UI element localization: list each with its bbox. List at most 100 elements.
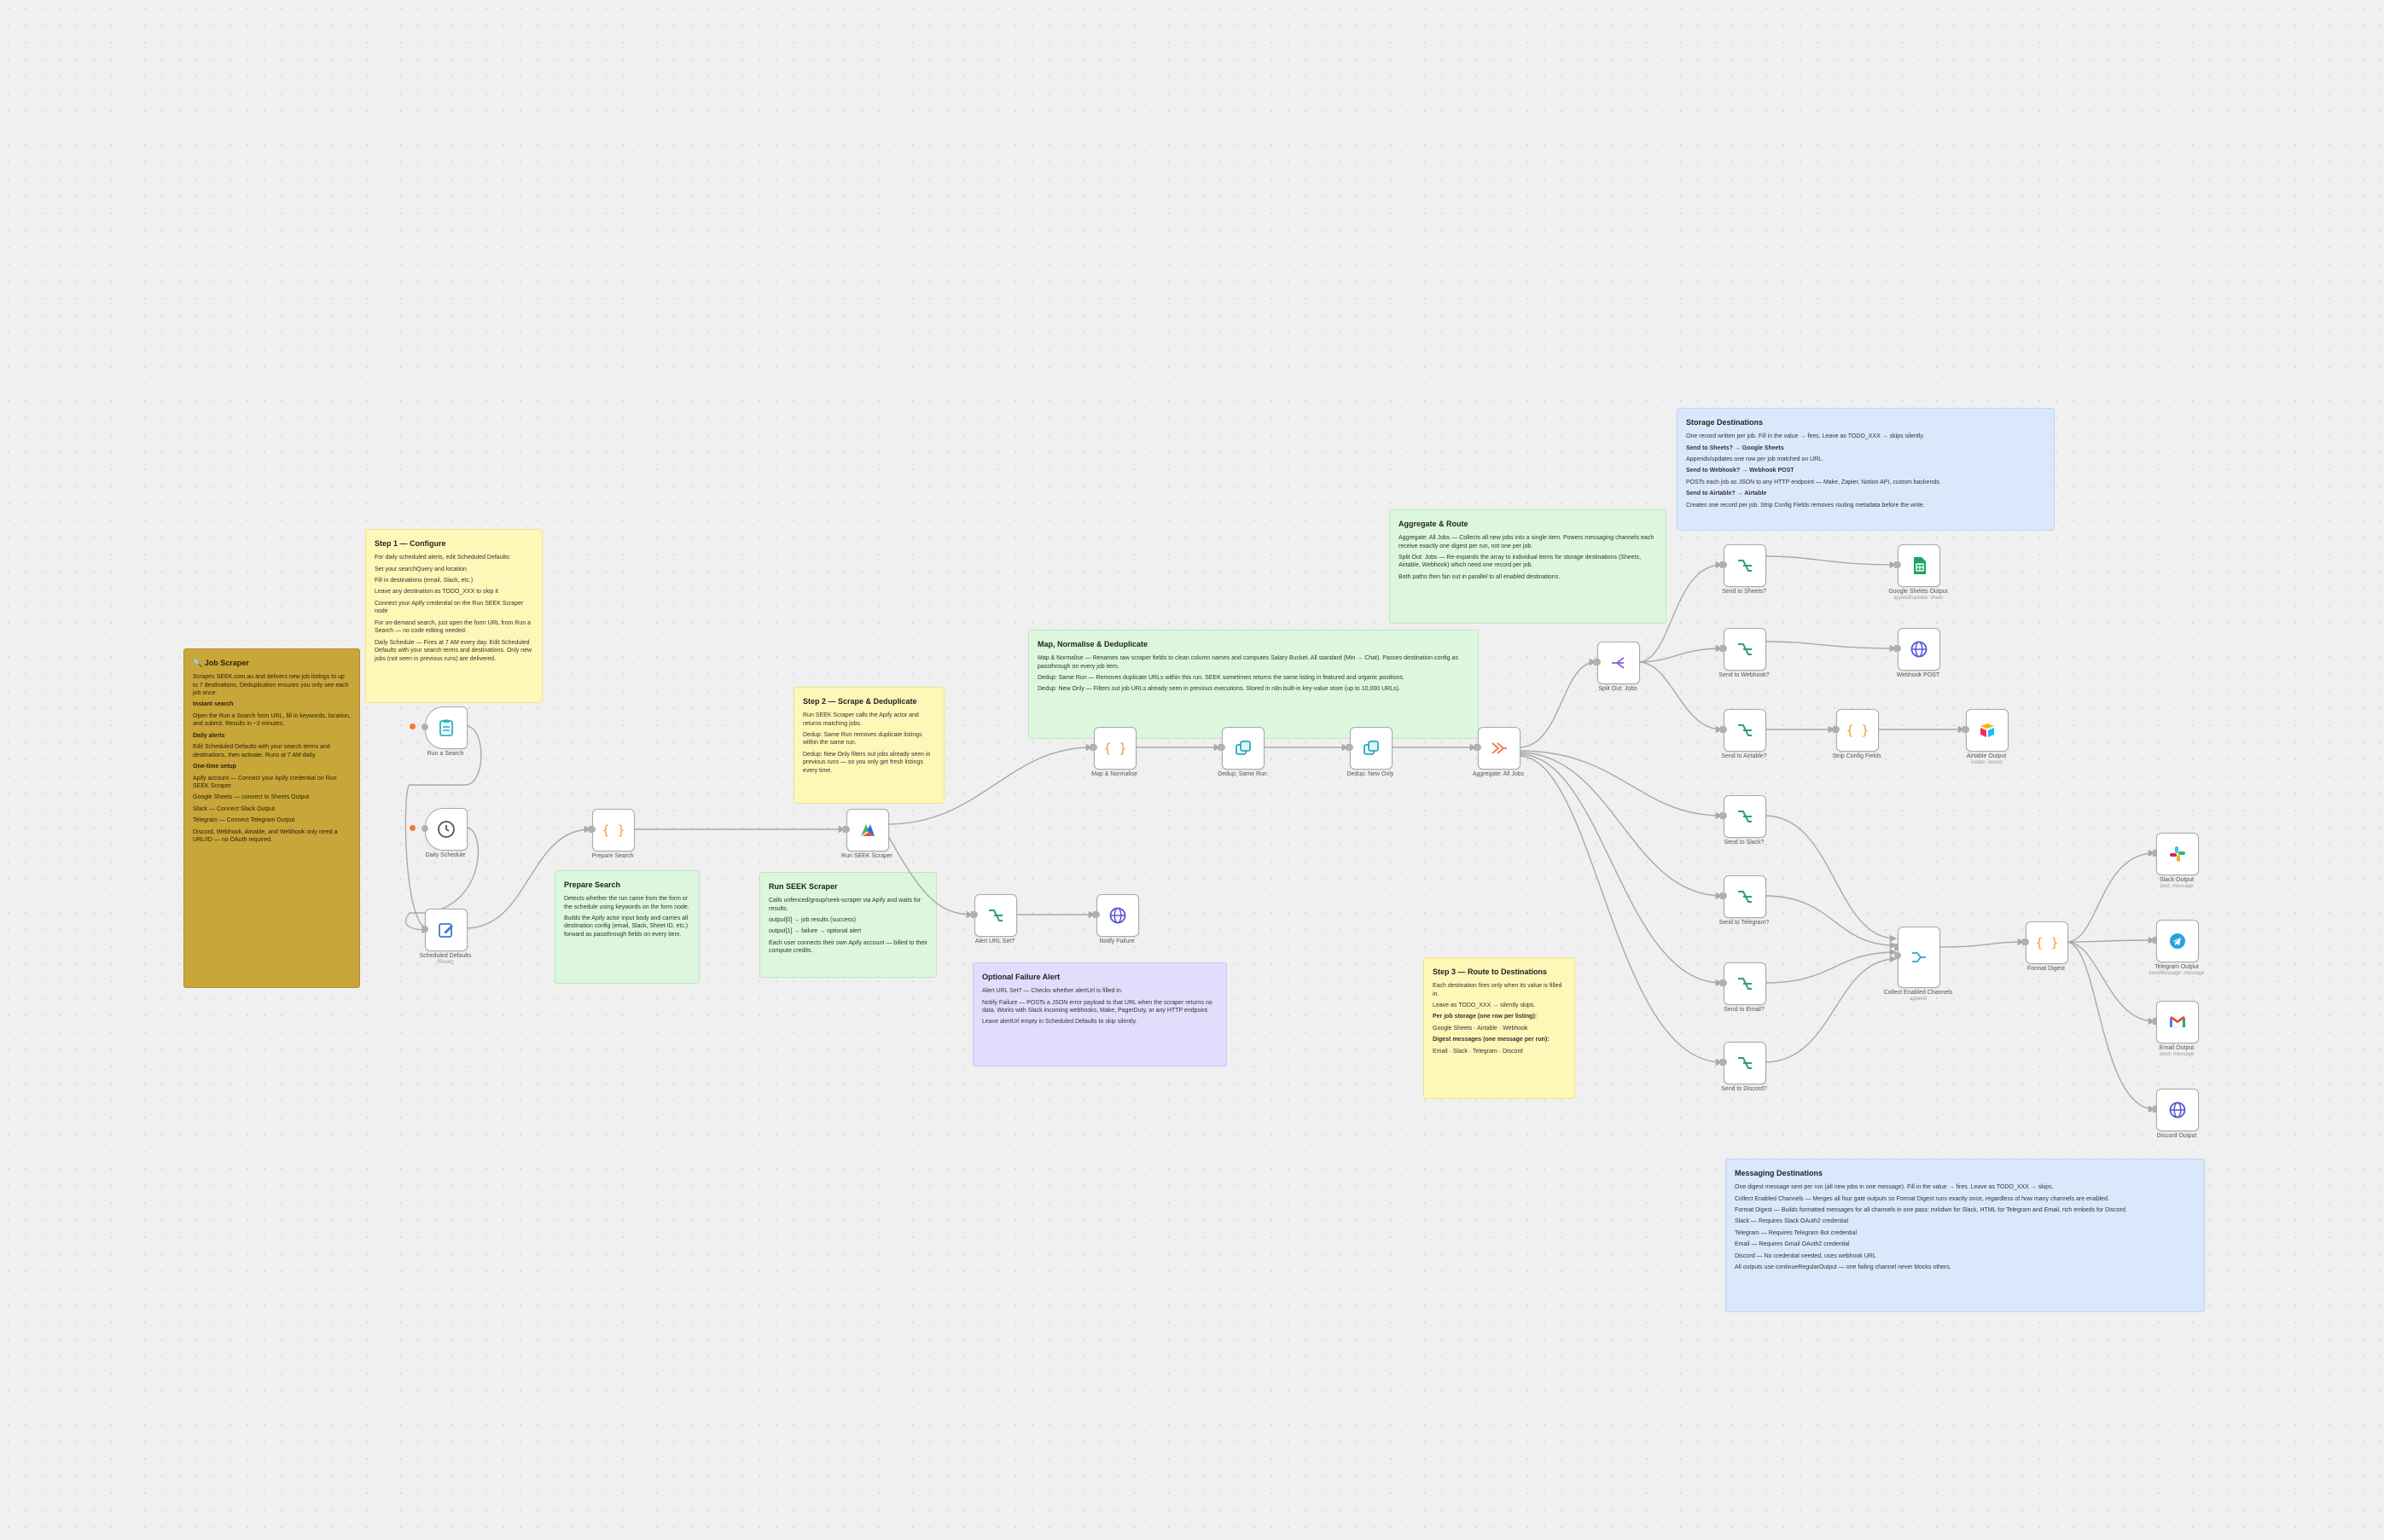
sticky-text: Google Sheets · Airtable · Webhook <box>1433 1025 1528 1032</box>
clock-icon <box>438 821 455 838</box>
sticky-text: Leave any destination as TODO_XXX to ski… <box>375 589 498 596</box>
sticky-text: Send to Airtable? → Airtable <box>1686 491 1767 497</box>
node-box[interactable]: { } <box>592 809 635 851</box>
node-box[interactable] <box>2156 833 2199 875</box>
node-box[interactable] <box>1724 1042 1766 1084</box>
sticky-text: Dedup: Same Run removes duplicate listin… <box>803 732 922 747</box>
node-box[interactable] <box>1724 544 1766 587</box>
sticky-text: Email · Slack · Telegram · Discord <box>1433 1048 1523 1055</box>
node-box[interactable] <box>1350 727 1393 770</box>
output-port[interactable] <box>1720 561 1727 568</box>
node-box[interactable] <box>425 909 468 951</box>
sticky-text: output[0] → job results (success) <box>769 917 856 924</box>
output-port[interactable] <box>1090 744 1097 751</box>
aggregate-route-sticky: Aggregate & Route Aggregate: All Jobs — … <box>1389 509 1666 624</box>
node-box[interactable] <box>1966 709 2009 752</box>
node-box[interactable] <box>1898 927 1940 988</box>
node-box[interactable] <box>846 809 889 851</box>
node-box[interactable] <box>1724 795 1766 838</box>
output-port[interactable] <box>422 926 428 933</box>
output-port[interactable] <box>1894 645 1901 652</box>
node-box[interactable] <box>425 706 468 749</box>
output-port[interactable] <box>971 911 978 918</box>
node-box[interactable]: { } <box>1094 727 1137 770</box>
sticky-text: Apify account — Connect your Apify crede… <box>193 775 337 789</box>
node-box[interactable] <box>1478 727 1521 770</box>
node-box[interactable] <box>1597 642 1640 684</box>
node-label: Aggregate: All Jobs <box>1472 771 1525 777</box>
node-box[interactable] <box>1724 628 1766 671</box>
node-box[interactable]: { } <box>1836 709 1879 752</box>
sticky-text: Appends/updates one row per job matched … <box>1686 456 1824 463</box>
map-normalise-sticky: Map, Normalise & Deduplicate Map & Norma… <box>1028 630 1479 739</box>
sticky-text: Detects whether the run came from the fo… <box>564 896 689 910</box>
sticky-title: 🔍 Job Scraper <box>193 659 249 667</box>
node-box[interactable] <box>1898 544 1940 587</box>
sticky-text: Each user connects their own Apify accou… <box>769 939 927 955</box>
sticky-text: Run SEEK Scraper calls the Apify actor a… <box>803 712 919 727</box>
node-box[interactable] <box>1096 894 1139 937</box>
output-port[interactable] <box>1218 744 1225 751</box>
node-box[interactable] <box>425 808 468 851</box>
output-port[interactable] <box>843 826 850 833</box>
edge-aggregate-to-email <box>1518 753 1724 987</box>
output-port[interactable] <box>1720 726 1727 733</box>
edge-collect-to-format <box>1938 938 2026 948</box>
sticky-text: Daily alerts <box>193 732 225 739</box>
edge-webhook-to-post <box>1764 641 1898 653</box>
output-port[interactable] <box>422 825 428 832</box>
node-box[interactable] <box>1222 727 1265 770</box>
sticky-text: Split Out: Jobs — Re-expands the array t… <box>1398 555 1642 569</box>
edge-aggregate-to-split <box>1518 658 1597 748</box>
airtable-icon <box>1980 724 1994 737</box>
if-icon <box>989 909 1003 921</box>
edge-email-to-collect <box>1764 948 1898 984</box>
sticky-text: Scrapes SEEK.com.au and delivers new job… <box>193 674 349 697</box>
sticky-text: Fill in destinations (email, Slack, etc.… <box>375 578 474 584</box>
output-port[interactable] <box>1720 812 1727 819</box>
node-box[interactable] <box>1724 875 1766 918</box>
node-box[interactable] <box>2156 1089 2199 1131</box>
node-box[interactable] <box>1724 962 1766 1005</box>
output-port[interactable] <box>1346 744 1353 751</box>
node-box[interactable] <box>2156 920 2199 962</box>
storage-destinations-sticky: Storage Destinations One record written … <box>1677 408 2055 531</box>
sticky-text: Each destination fires only when its val… <box>1433 983 1562 997</box>
node-box[interactable] <box>2156 1001 2199 1043</box>
node-box[interactable]: { } <box>2026 921 2068 964</box>
sticky-text: Collect Enabled Channels — Merges all fo… <box>1735 1195 2109 1202</box>
node-box[interactable] <box>1898 628 1940 671</box>
sticky-title: Map, Normalise & Deduplicate <box>1038 640 1148 648</box>
output-port[interactable] <box>1093 911 1100 918</box>
output-port[interactable] <box>589 826 596 833</box>
sticky-text: Email — Requires Gmail OAuth2 credential <box>1735 1241 1850 1248</box>
output-port[interactable] <box>1962 726 1969 733</box>
sticky-text: Discord — No credential needed, uses web… <box>1735 1252 1876 1259</box>
sticky-text: Leave as TODO_XXX → silently skips. <box>1433 1002 1536 1009</box>
sticky-text: Discord, Webhook, Airtable, and Webhook … <box>193 828 338 844</box>
output-port[interactable] <box>422 724 428 730</box>
code-icon: { } <box>603 822 624 838</box>
sticky-text: Send to Sheets? → Google Sheets <box>1686 445 1784 451</box>
apify-icon <box>861 824 875 836</box>
output-port[interactable] <box>2022 939 2029 945</box>
output-port[interactable] <box>1894 561 1901 568</box>
output-port[interactable] <box>1720 645 1727 652</box>
output-port[interactable] <box>1594 659 1601 665</box>
node-box[interactable] <box>974 894 1017 937</box>
node-label: Map & Normalise <box>1091 771 1137 777</box>
sticky-text: Builds the Apify actor input body and ca… <box>564 915 689 938</box>
edge-format-to-slack <box>2066 849 2156 943</box>
output-port[interactable] <box>1720 892 1727 899</box>
telegram-icon <box>2170 933 2185 949</box>
output-port[interactable] <box>1894 952 1901 959</box>
output-port[interactable] <box>1833 726 1840 733</box>
sticky-title: Step 2 — Scrape & Deduplicate <box>803 697 917 706</box>
output-port[interactable] <box>1720 979 1727 986</box>
node-box[interactable] <box>1724 709 1766 752</box>
output-port[interactable] <box>1474 744 1481 751</box>
step2-sticky: Step 2 — Scrape & Deduplicate Run SEEK S… <box>794 687 945 804</box>
failure-alert-sticky: Optional Failure Alert Alert URL Set? — … <box>973 962 1227 1066</box>
output-port[interactable] <box>1720 1059 1727 1066</box>
